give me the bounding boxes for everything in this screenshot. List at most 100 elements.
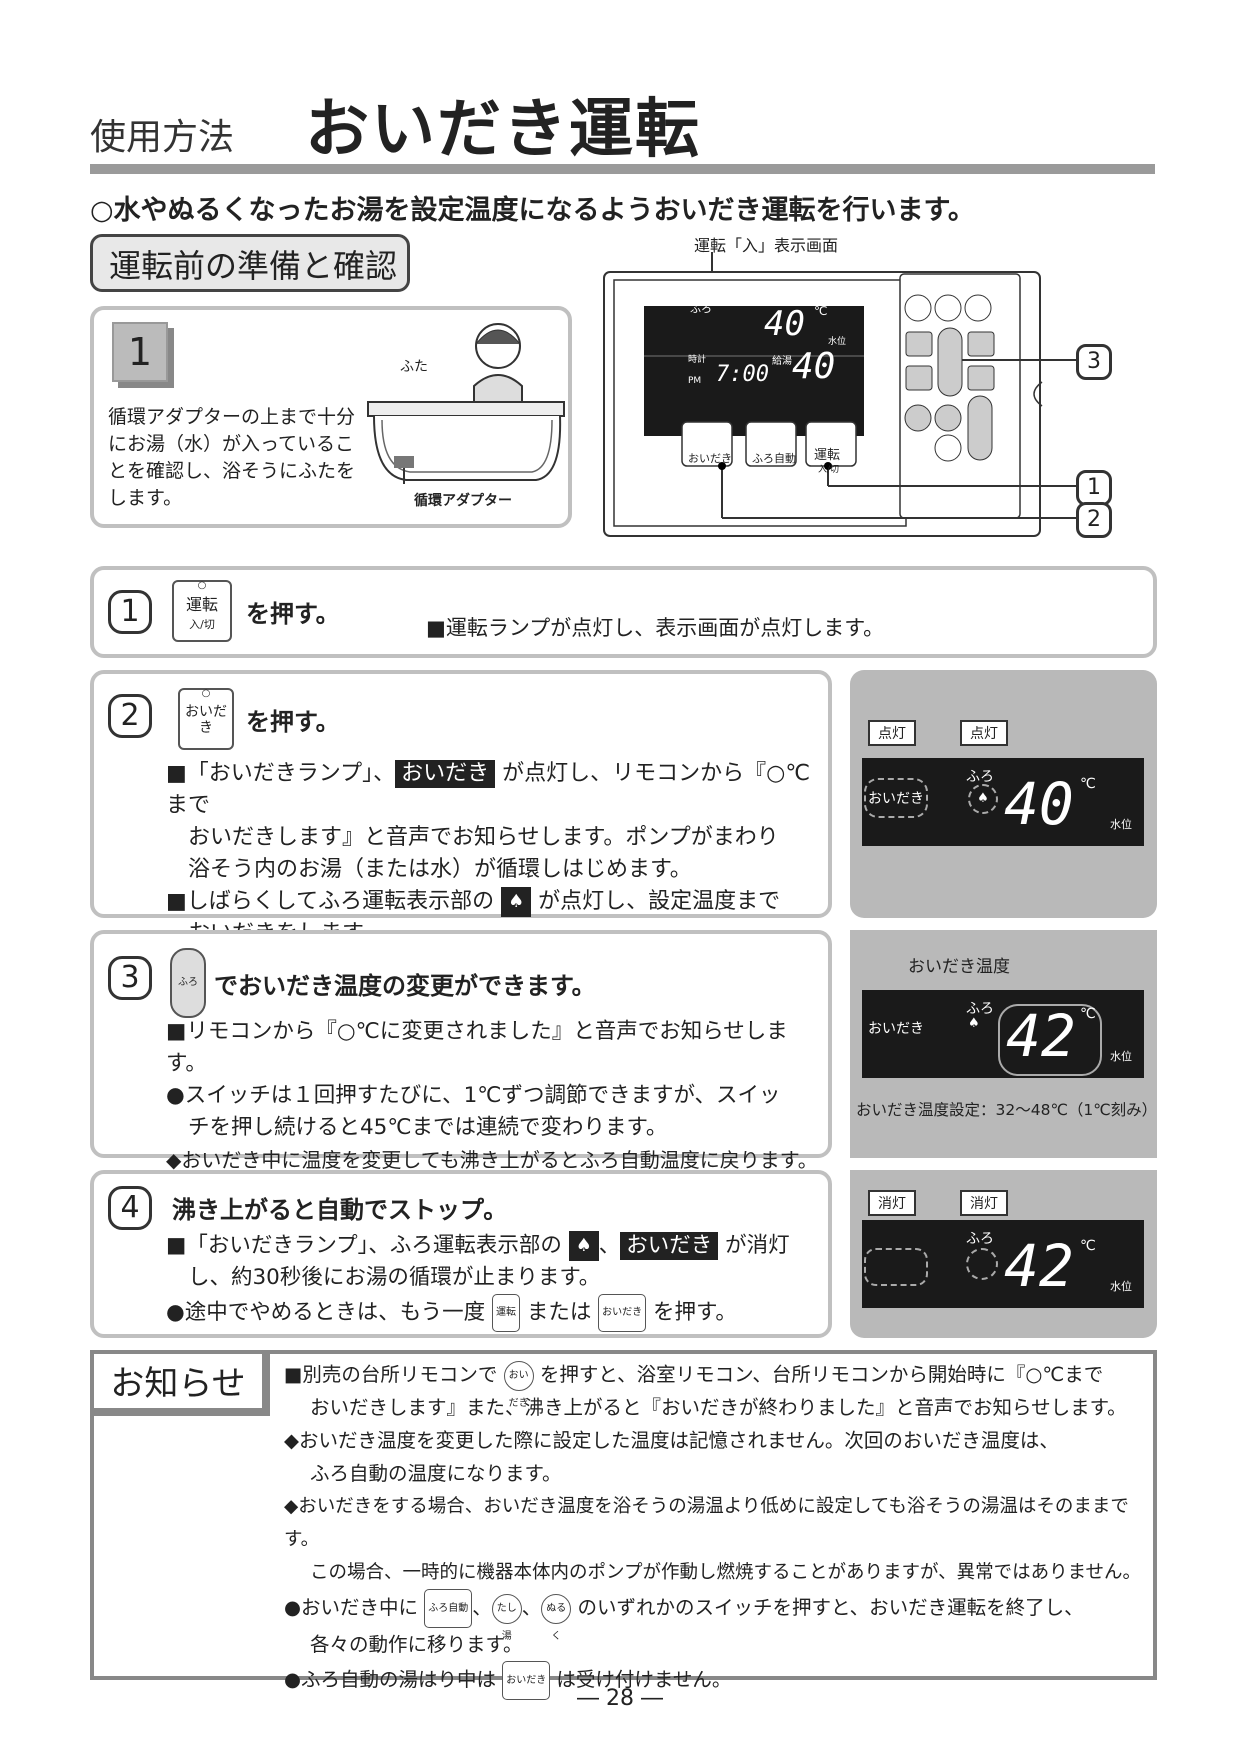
step1-action: を押す。 bbox=[246, 600, 340, 628]
flame-icon: ♠ bbox=[568, 1231, 599, 1261]
remote-btn-oidaki[interactable]: おいだき bbox=[688, 452, 732, 465]
remote-btn-unten[interactable]: 運転 bbox=[814, 448, 841, 463]
step1-btn-sub: 入/切 bbox=[189, 618, 215, 632]
step1-box bbox=[90, 566, 1157, 658]
step4-lamp-tag: おいだき bbox=[620, 1232, 719, 1260]
step4-unit: ℃ bbox=[1080, 1238, 1096, 1254]
notice-n7b: のいずれかのスイッチを押すと、おいだき運転を終了し、 bbox=[577, 1596, 1084, 1619]
step3-temp: 42 bbox=[1006, 1002, 1076, 1070]
step1-button-icon: 運転入/切 bbox=[172, 580, 232, 642]
step3-unit: ℃ bbox=[1080, 1006, 1096, 1022]
step4-l3mid: または bbox=[526, 1300, 592, 1325]
step2-lamp-tag: おいだき bbox=[395, 760, 496, 788]
step3-furo: ふろ bbox=[966, 1001, 994, 1017]
callout-2: 2 bbox=[1076, 502, 1112, 538]
lid-label: ふた bbox=[400, 359, 428, 375]
unten-button-icon: 運転 bbox=[491, 1294, 520, 1332]
oidaki-button-icon: おいだき bbox=[502, 1661, 551, 1700]
step2-label2: 点灯 bbox=[960, 720, 1008, 746]
step4-flame-off bbox=[966, 1248, 998, 1280]
step4-l1b: が消灯 bbox=[725, 1233, 790, 1258]
remote-control bbox=[603, 252, 1078, 537]
step2-l2: おいだきします』と音声でお知らせします。ポンプがまわり bbox=[188, 825, 779, 850]
step3-btn-label: ふろ bbox=[178, 977, 198, 988]
section-label: 使用方法 bbox=[90, 117, 235, 158]
step1-note: ■運転ランプが点灯し、表示画面が点灯します。 bbox=[426, 616, 885, 640]
remote-tokei: 時計 bbox=[688, 355, 707, 365]
step3-number: 3 bbox=[108, 956, 152, 1000]
step3-panel-title: おいだき温度 bbox=[908, 957, 1010, 977]
remote-suii: 水位 bbox=[828, 337, 847, 347]
step4-suii: 水位 bbox=[1110, 1280, 1132, 1293]
step3-range: おいだき温度設定：32～48℃（1℃刻み） bbox=[856, 1101, 1158, 1119]
adapter-label: 循環アダプター bbox=[414, 493, 512, 509]
step3-body: ■リモコンから『○℃に変更されました』と音声でお知らせします。 ●スイッチは１回… bbox=[166, 1016, 826, 1176]
step3-temp-highlight bbox=[998, 1004, 1102, 1076]
notice-n7a: ●おいだき中に bbox=[284, 1596, 419, 1619]
remote-furo: ふろ bbox=[690, 302, 712, 315]
step3-l3: チを押し続けると45℃までは連続で変わります。 bbox=[188, 1115, 668, 1140]
step1-number: 1 bbox=[108, 590, 152, 634]
step2-btn-label: おいだき bbox=[185, 704, 227, 737]
notice-box bbox=[90, 1350, 1157, 1680]
notice-n5: ◆おいだきをする場合、おいだき温度を浴そうの湯温より低めに設定しても浴そうの湯温… bbox=[284, 1496, 1129, 1550]
remote-temp2: 40 bbox=[792, 346, 836, 387]
step3-action: でおいだき温度の変更ができます。 bbox=[214, 972, 596, 1000]
header-rule bbox=[90, 164, 1155, 174]
step3-lamp: おいだき bbox=[868, 1021, 924, 1037]
step4-label2: 消灯 bbox=[960, 1190, 1008, 1216]
notice-n1a: ■別売の台所リモコンで bbox=[284, 1363, 498, 1386]
notice-title: お知らせ bbox=[90, 1350, 270, 1416]
step4-l1sep: 、 bbox=[598, 1233, 621, 1258]
step2-l1a: ■「おいだきランプ」、 bbox=[166, 761, 396, 786]
notice-n9a: ●ふろ自動の湯はり中は bbox=[284, 1668, 497, 1691]
step2-lamp: おいだき bbox=[868, 791, 924, 807]
step3-l2: ●スイッチは１回押すたびに、1℃ずつ調節できますが、スイッ bbox=[166, 1083, 781, 1108]
page-title: おいだき運転 bbox=[305, 93, 701, 167]
notice-n2: おいだきします』また、沸き上がると『おいだきが終わりました』と音声でお知らせしま… bbox=[310, 1396, 1127, 1419]
prep-number: 1 bbox=[112, 322, 168, 382]
callout-1: 1 bbox=[1076, 470, 1112, 506]
remote-caption: 運転「入」表示画面 bbox=[694, 236, 839, 255]
nuruku-button-icon: ぬるく bbox=[541, 1593, 572, 1642]
remote-kyuto: 給湯 bbox=[772, 356, 792, 367]
step3-flame-icon: ♠ bbox=[968, 1016, 980, 1031]
remote-btn-unten-sub: 入/切 bbox=[818, 465, 840, 475]
intro-text: ○水やぬるくなったお湯を設定温度になるようおいだき運転を行います。 bbox=[90, 195, 975, 226]
notice-n3: ◆おいだき温度を変更した際に設定した温度は記憶されません。次回のおいだき温度は、 bbox=[284, 1429, 1059, 1452]
remote-time: 7:00 bbox=[716, 362, 769, 387]
notice-n9b: は受け付けません。 bbox=[556, 1668, 732, 1691]
step1-btn-label: 運転 bbox=[185, 595, 218, 614]
step2-number: 2 bbox=[108, 694, 152, 738]
furo-auto-button-icon: ふろ自動 bbox=[424, 1589, 473, 1628]
callout-3: 3 bbox=[1076, 344, 1112, 380]
furo-updown-button-icon: ふろ bbox=[170, 948, 206, 1018]
step4-furo: ふろ bbox=[966, 1231, 994, 1247]
remote-btn-furo-auto[interactable]: ふろ自動 bbox=[752, 452, 796, 465]
step2-lamp-highlight bbox=[864, 778, 928, 818]
step2-l4b: が点灯し、設定温度まで bbox=[538, 889, 781, 914]
step2-l4a: ■しばらくしてふろ運転表示部の bbox=[166, 889, 495, 914]
notice-n7sep2: 、 bbox=[521, 1596, 542, 1619]
notice-n1b: を押すと、浴室リモコン、台所リモコンから開始時に『○℃まで bbox=[539, 1363, 1104, 1386]
step2-unit: ℃ bbox=[1080, 776, 1096, 792]
step2-action: を押す。 bbox=[246, 708, 340, 736]
remote-temp1: 40 bbox=[764, 304, 805, 344]
step3-l4: ◆おいだき中に温度を変更しても沸き上がるとふろ自動温度に戻ります。 bbox=[166, 1148, 818, 1172]
page-number: ― 28 ― bbox=[577, 1686, 663, 1711]
step4-l2: し、約30秒後にお湯の循環が止まります。 bbox=[188, 1265, 601, 1290]
remote-pm: PM bbox=[688, 376, 702, 386]
step2-l1b: が点灯し、リモコンから『○℃まで bbox=[166, 761, 811, 818]
notice-n8: 各々の動作に移ります。 bbox=[310, 1633, 523, 1656]
step4-lcd bbox=[862, 1220, 1144, 1308]
notice-n7sep1: 、 bbox=[472, 1596, 492, 1619]
step2-button-icon: おいだき bbox=[178, 688, 234, 750]
notice-n4: ふろ自動の温度になります。 bbox=[310, 1462, 562, 1485]
step2-suii: 水位 bbox=[1110, 818, 1132, 831]
step4-l1a: ■「おいだきランプ」、ふろ運転表示部の bbox=[166, 1233, 562, 1258]
prep-title: 運転前の準備と確認 bbox=[90, 234, 410, 292]
step4-l3a: ●途中でやめるときは、もう一度 bbox=[166, 1300, 486, 1325]
step2-lcd bbox=[862, 758, 1144, 846]
notice-n6: この場合、一時的に機器本体内のポンプが作動し燃焼することがありますが、異常ではあ… bbox=[310, 1562, 1142, 1583]
remote-unit1: ℃ bbox=[814, 304, 828, 318]
